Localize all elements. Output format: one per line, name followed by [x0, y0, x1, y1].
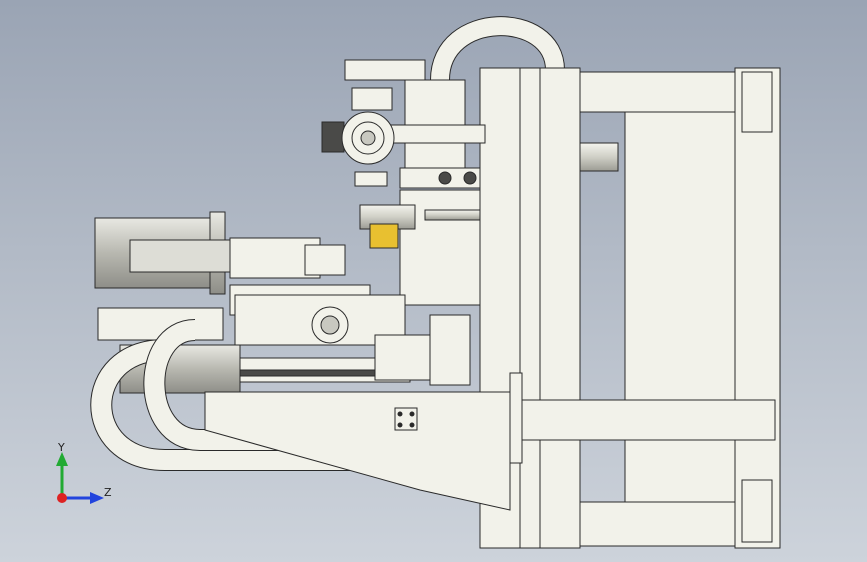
triad-z-label: Z — [104, 486, 112, 499]
output-shaft — [579, 142, 619, 172]
triad-y-label: Y — [58, 441, 65, 454]
coordinate-triad — [56, 452, 104, 504]
right-frame-inner-column — [624, 111, 741, 503]
base-wedge — [204, 391, 511, 511]
right-frame-top-beam — [579, 71, 741, 113]
right-frame-outer-column — [734, 67, 781, 549]
cross-arm — [519, 399, 776, 441]
yellow-bracket — [369, 223, 399, 249]
right-frame-bottom-beam — [579, 501, 741, 547]
